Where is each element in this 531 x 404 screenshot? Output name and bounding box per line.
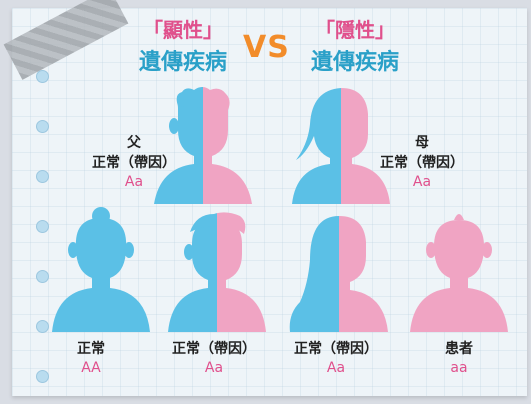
child-carrier-male-figure (168, 212, 266, 332)
father-status: 正常（帶因） (92, 155, 176, 171)
child-1-label: 正常 AA (46, 338, 136, 376)
father-genotype: Aa (124, 174, 144, 190)
binder-hole (36, 120, 49, 133)
child-2-status: 正常（帶因） (172, 341, 256, 357)
father-relation: 父 (127, 135, 141, 151)
child-4-status: 患者 (445, 341, 473, 357)
child-affected-figure (410, 214, 508, 332)
binder-hole (36, 370, 49, 383)
child-3-label: 正常（帶因） Aa (280, 338, 392, 376)
dominant-title-top: 「顯性」 (143, 18, 223, 42)
vs-label: VS (243, 30, 290, 65)
recessive-title-bottom: 遺傳疾病 (310, 50, 399, 75)
binder-hole (36, 220, 49, 233)
mother-status: 正常（帶因） (380, 155, 464, 171)
binder-hole (36, 170, 49, 183)
child-2-genotype: Aa (204, 360, 224, 376)
child-1-status: 正常 (77, 341, 105, 357)
recessive-title: 「隱性」 遺傳疾病 (290, 14, 420, 76)
child-4-label: 患者 aa (414, 338, 504, 376)
tape-decoration (3, 0, 129, 80)
child-3-genotype: Aa (326, 360, 346, 376)
child-normal-figure (52, 207, 150, 332)
child-2-label: 正常（帶因） Aa (158, 338, 270, 376)
child-3-status: 正常（帶因） (294, 341, 378, 357)
mother-relation: 母 (415, 135, 429, 151)
mother-label: 母 正常（帶因） Aa (366, 132, 478, 190)
father-label: 父 正常（帶因） Aa (78, 132, 190, 190)
dominant-title: 「顯性」 遺傳疾病 (118, 14, 248, 76)
mother-genotype: Aa (412, 174, 432, 190)
dominant-title-bottom: 遺傳疾病 (138, 50, 227, 75)
child-1-genotype: AA (81, 360, 101, 376)
binder-hole (36, 70, 49, 83)
recessive-title-top: 「隱性」 (315, 18, 395, 42)
child-4-genotype: aa (450, 360, 468, 376)
child-carrier-female-figure (289, 216, 388, 332)
binder-hole (36, 320, 49, 333)
binder-hole (36, 270, 49, 283)
